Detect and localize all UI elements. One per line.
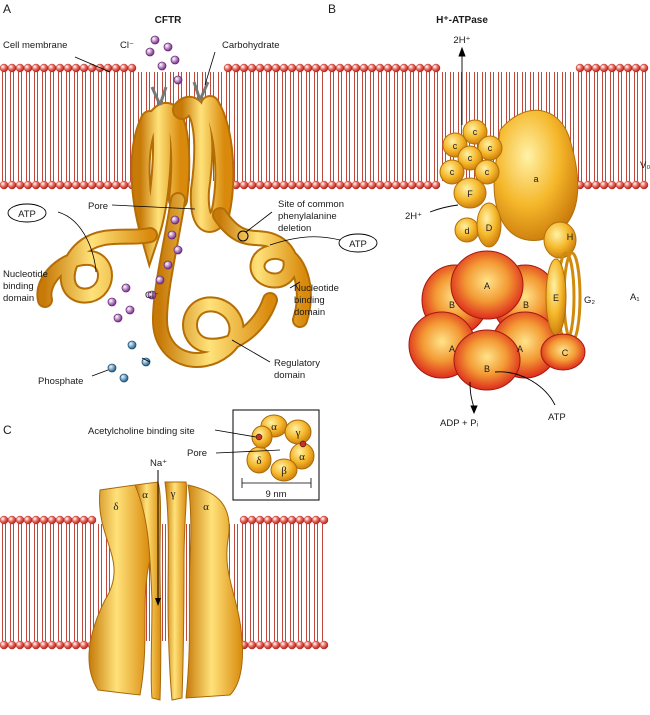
label-nbd-left-2: binding (3, 281, 34, 292)
inset-alpha-2: α (299, 451, 305, 463)
label-deletion-1: Site of common (278, 199, 344, 210)
panel-letter-a: A (3, 2, 11, 16)
label-subunit-d: d (464, 226, 469, 236)
label-atp-left: ATP (18, 209, 36, 220)
atpase-complex (408, 109, 586, 391)
label-na: Na⁺ (150, 458, 167, 469)
leader-lines-b (429, 46, 556, 415)
label-nbd-right-3: domain (294, 307, 325, 318)
atp-left-oval (7, 203, 47, 223)
panel-letter-b: B (328, 2, 336, 16)
subunit-gamma: γ (170, 488, 176, 500)
label-subunit-B3: B (484, 364, 490, 374)
label-nbd-right-2: binding (294, 295, 325, 306)
label-deletion-2: phenylalanine (278, 211, 337, 222)
label-phosphate: Phosphate (38, 376, 83, 387)
label-subunit-E: E (553, 293, 559, 303)
label-subunit-c2: c (453, 141, 458, 151)
label-subunit-c5: c (450, 167, 455, 177)
leader-lines-a (57, 51, 341, 377)
label-regulatory-2: domain (274, 370, 305, 381)
label-adp: ADP + Pᵢ (440, 418, 479, 429)
label-subunit-a: a (533, 174, 538, 184)
panel-letter-c: C (3, 423, 12, 437)
label-subunit-C: C (562, 348, 569, 358)
atpase-title: H⁺-ATPase (436, 15, 488, 26)
label-subunit-c4: c (468, 153, 473, 163)
achr-channel (88, 470, 243, 701)
cftr-protein (36, 81, 312, 368)
label-subunit-c3: c (488, 143, 493, 153)
label-subunit-A2: A (449, 344, 455, 354)
label-subunit-A3: A (517, 344, 523, 354)
atp-right-oval (338, 233, 378, 253)
label-subunit-H: H (567, 232, 574, 242)
label-proton-side: 2H⁺ (405, 211, 422, 222)
label-deletion-3: deletion (278, 223, 311, 234)
label-v0: V₀ (640, 160, 650, 171)
label-subunit-D: D (486, 223, 493, 233)
label-subunit-F: F (467, 189, 473, 199)
label-a1: A₁ (630, 292, 640, 303)
membrane-c (0, 515, 329, 650)
label-nbd-left-3: domain (3, 293, 34, 304)
label-subunit-G2: G₂ (584, 295, 595, 306)
label-subunit-A1: A (484, 281, 490, 291)
label-subunit-c6: c (485, 167, 490, 177)
label-cl-top: Cl⁻ (120, 40, 134, 51)
label-regulatory-1: Regulatory (274, 358, 320, 369)
label-cl-bottom: Cl⁻ (145, 290, 159, 301)
subunit-alpha-2: α (203, 501, 209, 513)
label-ach-site: Acetylcholine binding site (88, 426, 195, 437)
subunit-alpha-1: α (142, 489, 148, 501)
label-pore-a: Pore (88, 201, 108, 212)
label-nbd-right-1: Nucleotide (294, 283, 339, 294)
label-cell-membrane: Cell membrane (3, 40, 67, 51)
label-subunit-B2: B (523, 300, 529, 310)
inset-beta: β (281, 465, 287, 477)
label-proton-top: 2H⁺ (453, 35, 470, 46)
label-subunit-c1: c (473, 127, 478, 137)
leader-lines-c (214, 429, 281, 454)
label-nbd-left-1: Nucleotide (3, 269, 48, 280)
subunit-delta: δ (113, 501, 118, 513)
inset-alpha-1: α (271, 421, 277, 433)
chloride-ions (107, 35, 183, 323)
label-atp-right: ATP (349, 239, 367, 250)
phosphate-ions (107, 340, 151, 383)
inset-delta: δ (256, 455, 261, 467)
achr-inset (232, 409, 320, 501)
label-pore-c: Pore (187, 448, 207, 459)
inset-gamma: γ (295, 427, 301, 439)
label-width: 9 nm (265, 489, 286, 500)
label-subunit-B1: B (449, 300, 455, 310)
cftr-title: CFTR (155, 15, 182, 26)
label-atp-b: ATP (548, 412, 566, 423)
label-carbohydrate: Carbohydrate (222, 40, 280, 51)
